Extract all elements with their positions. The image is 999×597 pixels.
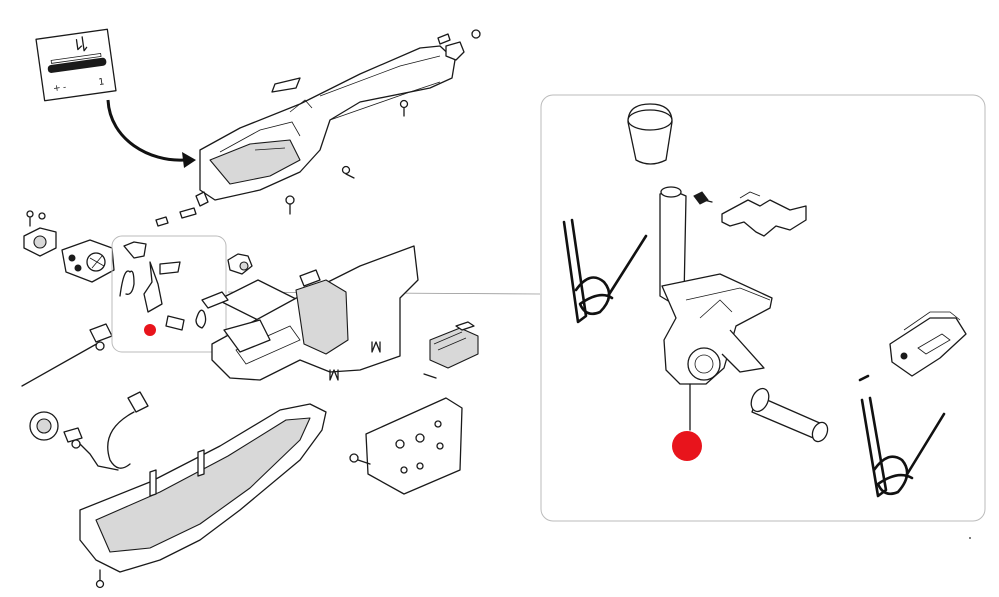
middle-frame-assembly (201, 245, 419, 381)
placement-arrow (106, 99, 196, 168)
large-highlight-dot (672, 431, 702, 461)
switch-block (429, 321, 479, 369)
mounting-plate (349, 373, 463, 495)
right-torsion-spring (858, 374, 946, 498)
lever-cap (627, 103, 673, 165)
throttle-slider-icon (47, 57, 107, 73)
lever-bracket (693, 191, 807, 237)
left-torsion-spring (562, 218, 648, 324)
large-detail-frame (540, 94, 986, 522)
inset-mark-minus: - (62, 83, 67, 93)
throttle-lever (659, 186, 773, 461)
inset-mark-one: 1 (98, 77, 105, 88)
lever-pin (750, 387, 829, 443)
ignition-group (29, 391, 149, 471)
handle-fasteners (155, 29, 481, 227)
inset-mark-plus: + (52, 83, 61, 94)
lower-housing (79, 403, 327, 589)
chain-lever-icon (75, 36, 88, 52)
small-highlight-dot (144, 324, 156, 336)
control-label-inset: + - 1 (35, 28, 117, 102)
upper-handle-housing (199, 45, 456, 201)
throttle-cable (21, 323, 113, 387)
clip-block (889, 311, 967, 377)
left-knob-assembly (23, 210, 115, 283)
small-zoom-frame (111, 235, 227, 353)
